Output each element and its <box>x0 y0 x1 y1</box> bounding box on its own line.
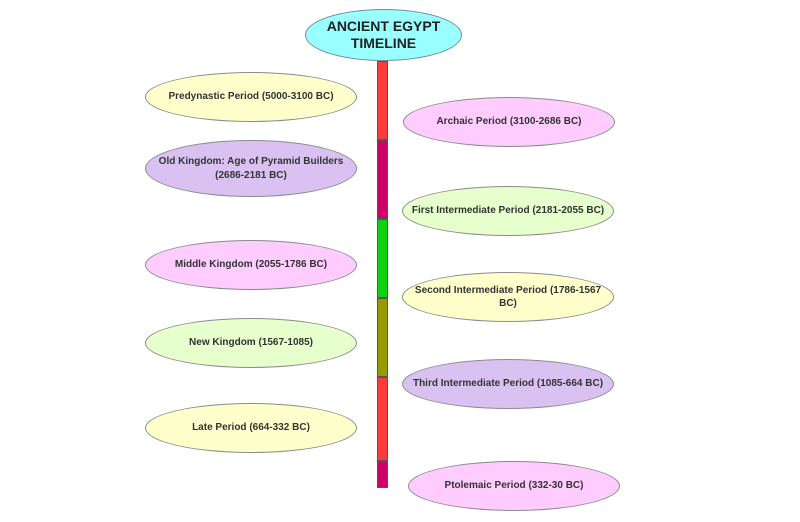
period-predynastic: Predynastic Period (5000-3100 BC) <box>145 72 357 122</box>
timeline-segment-4 <box>377 298 388 377</box>
timeline-segment-6 <box>377 461 388 488</box>
timeline-segment-2 <box>377 140 388 219</box>
period-new-kingdom: New Kingdom (1567-1085) <box>145 318 357 368</box>
period-ptolemaic: Ptolemaic Period (332-30 BC) <box>408 461 620 511</box>
period-archaic: Archaic Period (3100-2686 BC) <box>403 97 615 147</box>
period-third-intermediate: Third Intermediate Period (1085-664 BC) <box>402 359 614 409</box>
timeline-segment-1 <box>377 61 388 140</box>
timeline-title: ANCIENT EGYPT TIMELINE <box>305 9 462 61</box>
timeline-segment-3 <box>377 219 388 298</box>
period-first-intermediate: First Intermediate Period (2181-2055 BC) <box>402 186 614 236</box>
period-old-kingdom: Old Kingdom: Age of Pyramid Builders (26… <box>145 140 357 197</box>
period-late: Late Period (664-332 BC) <box>145 403 357 453</box>
period-second-intermediate: Second Intermediate Period (1786-1567 BC… <box>402 272 614 322</box>
timeline-segment-5 <box>377 377 388 461</box>
period-middle-kingdom: Middle Kingdom (2055-1786 BC) <box>145 240 357 290</box>
